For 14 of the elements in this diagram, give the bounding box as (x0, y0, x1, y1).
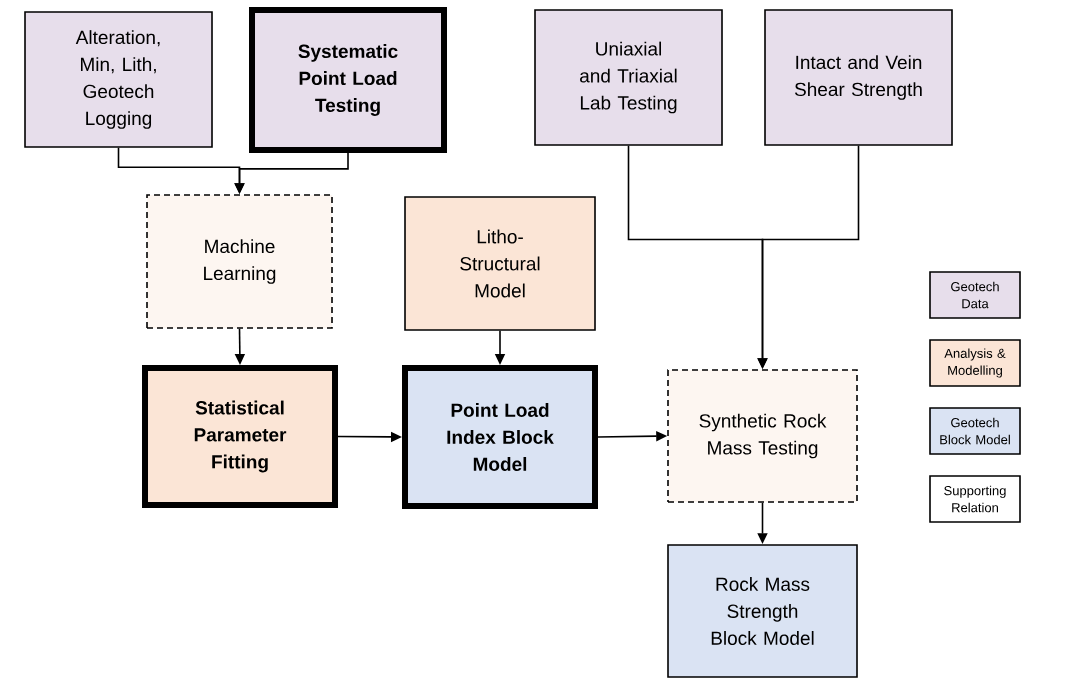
supporting-process-box: Machine Learning (146, 194, 333, 329)
key-process-box: Systematic Point Load Testing (249, 7, 447, 153)
process-box: Litho-Structural Model (404, 196, 596, 331)
supporting-process-box: Synthetic Rock Mass Testing (667, 369, 858, 503)
process-box: Intact and Vein Shear Strength (764, 9, 953, 146)
process-box: Alteration, Min, Lith, Geotech Logging (24, 11, 213, 148)
process-box: Rock Mass Strength Block Model (667, 544, 858, 678)
key-process-box: Point Load Index Block Model (402, 365, 598, 509)
legend-text: Geotech Block Model (940, 417, 1010, 445)
legend-text: Supporting Relation (944, 485, 1006, 513)
legend-text: Analysis & Modelling (944, 348, 1006, 378)
process-box: Uniaxial and Triaxial Lab Testing (534, 9, 723, 146)
legend-text: Geotech Data (951, 281, 999, 309)
key-process-box: Statistical Parameter Fitting (142, 365, 338, 508)
